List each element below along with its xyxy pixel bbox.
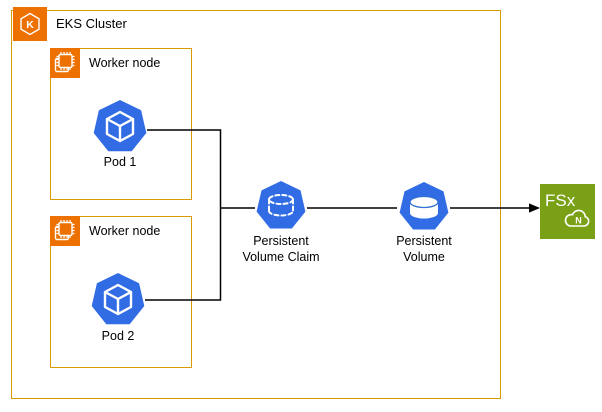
eks-cluster-label: EKS Cluster [56,16,127,31]
cpu-chip-icon [50,48,80,78]
pvc-label-line1: Persistent [253,234,309,248]
kubernetes-pod-icon [93,100,147,152]
fsx-badge: N [575,216,582,226]
eks-icon-letter: K [26,19,34,31]
pv-label-line2: Volume [403,250,445,264]
cloud-icon [564,209,590,227]
pod-1-label: Pod 1 [103,155,137,169]
worker-node-1-label: Worker node [89,56,161,70]
arrowhead-icon [529,203,540,213]
pv-label-line1: Persistent [396,234,452,248]
kubernetes-pvc-icon [256,181,306,229]
kubernetes-pod-icon [91,273,145,325]
eks-cluster-box [11,10,501,399]
amazon-fsx-netapp-ontap-icon: FSx N [540,184,595,239]
pvc-label-line2: Volume Claim [242,250,320,264]
fsx-label: FSx [545,191,576,210]
kubernetes-pv-icon [399,182,449,230]
pv-label: Persistent Volume [364,233,484,265]
pod-2-label: Pod 2 [101,329,135,343]
worker-node-1-box [50,48,192,200]
cpu-chip-icon [50,216,80,246]
pvc-label: Persistent Volume Claim [221,233,341,265]
worker-node-2-label: Worker node [89,224,161,238]
eks-kubernetes-icon: K [13,7,47,41]
